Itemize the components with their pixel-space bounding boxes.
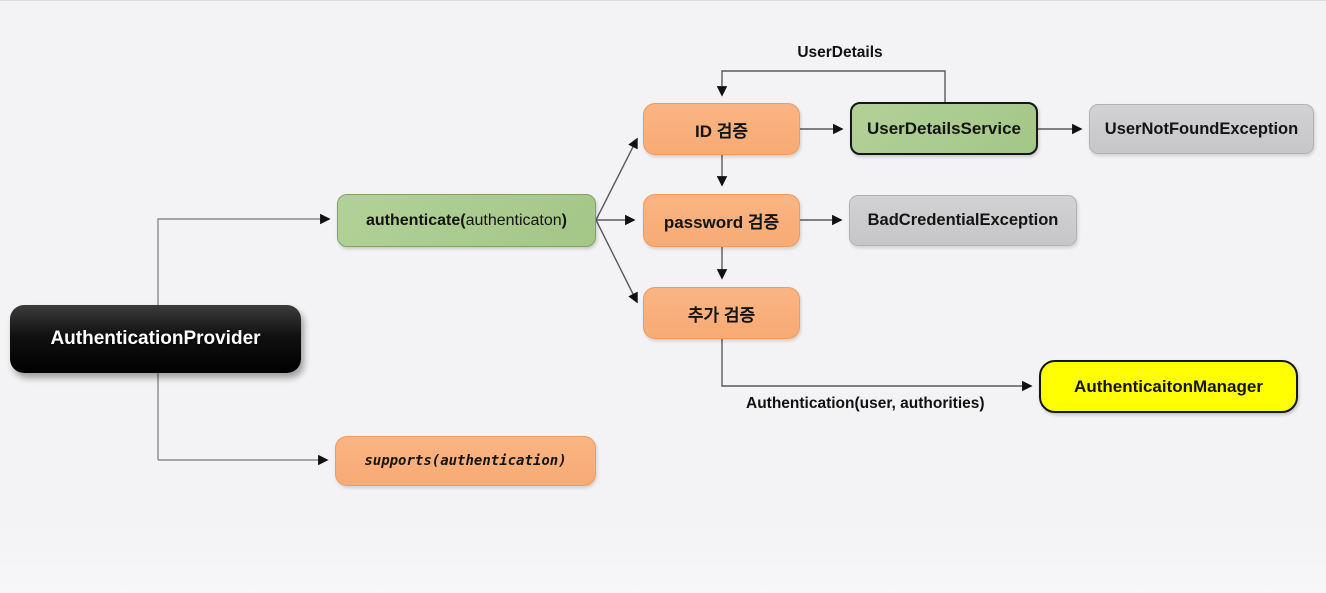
edge-provider-to-authenticate [157, 213, 331, 460]
node-supports-method: supports(authentication) [335, 436, 596, 486]
node-authentication-provider: AuthenticationProvider [10, 305, 301, 373]
edge-authenticate-to-id-check [595, 137, 638, 221]
node-authentication-manager: AuthenticaitonManager [1039, 360, 1298, 413]
node-authenticate-method: authenticate(authenticaton) [337, 194, 596, 247]
supports-label: supports(authentication) [364, 453, 567, 469]
bad-credential-exception-label: BadCredentialException [867, 211, 1059, 229]
edge-label-authentication-args: Authentication(user, authorities) [746, 395, 985, 412]
edge-extra-to-manager [721, 339, 1033, 392]
authenticate-label-bold: authenticate( [366, 211, 466, 229]
user-not-found-exception-label: UserNotFoundException [1104, 119, 1299, 138]
node-user-details-service: UserDetailsService [850, 102, 1038, 155]
node-extra-check: 추가 검증 [643, 287, 800, 339]
authentication-manager-label: AuthenticaitonManager [1074, 376, 1263, 396]
authentication-provider-label: AuthenticationProvider [50, 328, 261, 349]
node-password-check: password 검증 [643, 194, 800, 247]
edge-userdetails-return [716, 70, 946, 102]
edge-label-user-details: UserDetails [797, 44, 883, 61]
node-user-not-found-exception: UserNotFoundException [1089, 104, 1314, 154]
authenticate-label-arg: authenticaton [465, 211, 562, 229]
user-details-service-label: UserDetailsService [866, 118, 1022, 138]
edge-authenticate-to-extra-check [595, 219, 638, 304]
extra-check-label: 추가 검증 [687, 305, 756, 325]
id-check-label: ID 검증 [694, 121, 748, 141]
node-bad-credential-exception: BadCredentialException [849, 195, 1077, 246]
password-check-label: password 검증 [663, 213, 780, 232]
authenticate-label-close: ) [561, 211, 567, 229]
node-id-check: ID 검증 [643, 103, 800, 155]
